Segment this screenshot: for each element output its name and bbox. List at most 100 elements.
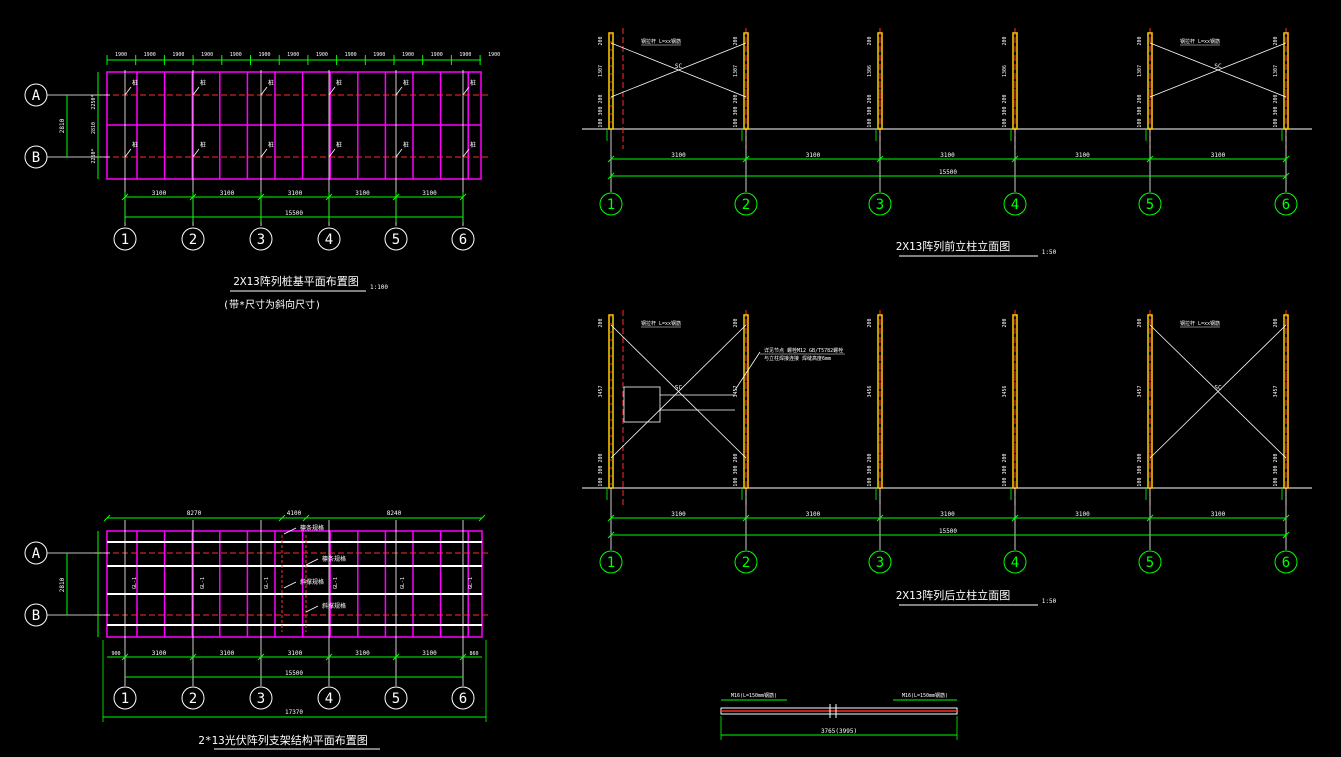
rear-top-dim: 200 xyxy=(867,318,873,327)
dim-tick xyxy=(459,653,467,661)
plan2-member-label: 檩条规格 xyxy=(322,555,346,563)
rear-height-dim: 3456 xyxy=(1002,385,1008,397)
front-brace-label: SC xyxy=(1214,63,1222,70)
rear-spacing-text: 3100 xyxy=(671,511,686,518)
front-brace xyxy=(1149,42,1287,98)
plan1-spacing-text: 3100 xyxy=(152,190,167,197)
plan1-col-bubble-1-circle xyxy=(113,227,137,251)
rear-height-dim: 3457 xyxy=(733,385,739,397)
plan1-col-bubble-5-label: 5 xyxy=(392,232,400,248)
plan2-member-leader xyxy=(305,558,319,566)
plan2-overall-text: 17370 xyxy=(285,709,303,716)
plan1-col-bubble-6-label: 6 xyxy=(459,232,467,248)
rear-col-bubble-6-circle xyxy=(1274,550,1298,574)
plan2-col-bubble-6-circle xyxy=(451,686,475,710)
dim-tick xyxy=(1146,514,1154,522)
plan1-pile-leader xyxy=(395,148,403,158)
dim-tick xyxy=(278,514,286,522)
front-col-bubble-4-circle xyxy=(1003,192,1027,216)
plan2-row-bubble-A-label: A xyxy=(32,546,41,562)
plan1-pile-leader xyxy=(192,148,200,158)
dim-tick xyxy=(607,155,615,163)
plan1-pile-leader xyxy=(328,148,336,158)
dim-tick xyxy=(257,653,265,661)
dim-tick xyxy=(189,653,197,661)
front-col-bubble-4-label: 4 xyxy=(1011,197,1019,213)
rear-col-bubble-4-circle xyxy=(1003,550,1027,574)
rear-foot-dim: 100 300 200 xyxy=(733,453,739,486)
plan1-col-bubble-2-label: 2 xyxy=(189,232,197,248)
rear-foot-dim: 100 300 200 xyxy=(1273,453,1279,486)
dim-tick xyxy=(876,514,884,522)
front-foot-dim: 100 300 200 xyxy=(1137,94,1143,127)
rear-col-bubble-5-label: 5 xyxy=(1146,555,1154,571)
rear-height-dim: 3456 xyxy=(867,385,873,397)
plan1-top-dim-text: 1900 xyxy=(201,52,213,58)
rear-brace xyxy=(610,324,747,459)
plan1-pile-label: 桩 xyxy=(268,141,274,149)
rear-title: 2X13阵列后立柱立面图 xyxy=(896,588,1011,602)
front-col-bubble-5-circle xyxy=(1138,192,1162,216)
dim-tick xyxy=(1146,155,1154,163)
plan1-top-dim-text: 1900 xyxy=(230,52,242,58)
rear-brace xyxy=(1149,324,1287,459)
front-spacing-text: 3100 xyxy=(940,152,955,159)
rear-spacing-text: 3100 xyxy=(806,511,821,518)
plan1-side-dim: 2250* xyxy=(91,148,97,163)
plan1-spacing-text: 3100 xyxy=(220,190,235,197)
dim-tick xyxy=(742,514,750,522)
rear-foot-dim: 100 300 200 xyxy=(867,453,873,486)
plan2-col-bubble-3-circle xyxy=(249,686,273,710)
front-title: 2X13阵列前立柱立面图 xyxy=(896,239,1011,253)
rear-node-callout-box xyxy=(623,386,661,423)
rear-spacing-text: 3100 xyxy=(1075,511,1090,518)
front-spacing-text: 3100 xyxy=(1075,152,1090,159)
plan1-pile-label: 桩 xyxy=(336,79,342,87)
front-brace-label: SC xyxy=(675,63,683,70)
plan1-side-dim: 2810 xyxy=(91,122,97,134)
plan1-row-spacing: 2810 xyxy=(59,118,66,133)
front-height-dim: 1306 xyxy=(1002,65,1008,77)
plan2-member-label: 斜撑规格 xyxy=(300,578,324,586)
rear-col-bubble-5-circle xyxy=(1138,550,1162,574)
front-top-dim: 200 xyxy=(1137,36,1143,45)
plan2-member-leader xyxy=(305,605,319,613)
rear-callout-leader xyxy=(734,351,761,391)
rear-spacing-text: 3100 xyxy=(1211,511,1226,518)
plan2-member-leader xyxy=(283,581,297,589)
plan2-row-spacing: 2810 xyxy=(59,577,66,592)
plan1-top-dim-text: 1900 xyxy=(115,52,127,58)
plan1-top-dim-text: 1900 xyxy=(144,52,156,58)
dim-tick xyxy=(1282,155,1290,163)
plan2-member-leader xyxy=(283,527,297,535)
plan2-top-dim: 4100 xyxy=(287,510,302,517)
front-top-dim: 200 xyxy=(1273,36,1279,45)
plan1-col-bubble-4-circle xyxy=(317,227,341,251)
plan2-col-bubble-4-circle xyxy=(317,686,341,710)
plan1-top-dim-text: 1900 xyxy=(373,52,385,58)
dim-tick xyxy=(1282,172,1290,180)
rear-col-bubble-1-circle xyxy=(599,550,623,574)
plan2-beam-label: GL-1 xyxy=(200,577,206,589)
front-col-bubble-5-label: 5 xyxy=(1146,197,1154,213)
rear-callout-text: 详见节点 螺栓M12 GB/T5782螺栓 xyxy=(764,347,843,354)
front-brace-note: 钢拉杆 L=xx钢筋 xyxy=(641,38,681,45)
plan1-top-dim-text: 1900 xyxy=(402,52,414,58)
plan1-col-bubble-3-circle xyxy=(249,227,273,251)
plan1-col-bubble-2-circle xyxy=(181,227,205,251)
detail-left-label: M16(L=150mm钢筋) xyxy=(731,692,777,699)
front-height-dim: 1307 xyxy=(733,65,739,77)
plan2-beam-label: GL-1 xyxy=(400,577,406,589)
rear-top-dim: 200 xyxy=(1273,318,1279,327)
dim-tick xyxy=(325,653,333,661)
front-col-bubble-2-label: 2 xyxy=(742,197,750,213)
plan2-col-bubble-2-label: 2 xyxy=(189,691,197,707)
rear-top-dim: 200 xyxy=(733,318,739,327)
plan1-pile-leader xyxy=(328,86,336,96)
rear-col-bubble-3-circle xyxy=(868,550,892,574)
plan2-col-bubble-2-circle xyxy=(181,686,205,710)
plan1-col-bubble-5-circle xyxy=(384,227,408,251)
rear-spacing-text: 3100 xyxy=(940,511,955,518)
